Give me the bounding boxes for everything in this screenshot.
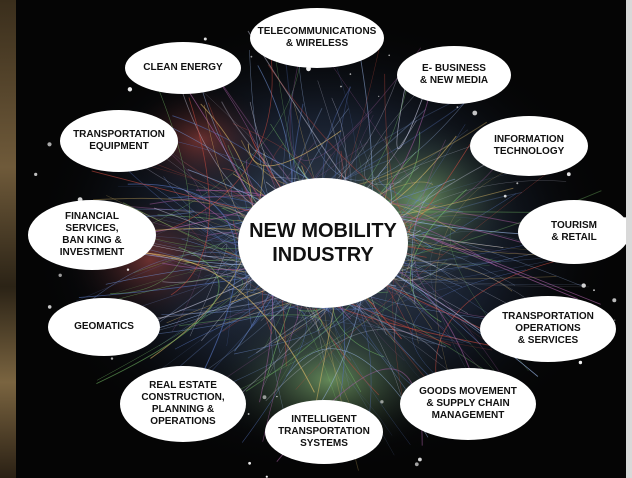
network-star: [516, 182, 519, 185]
network-star: [593, 289, 595, 292]
network-strand: [394, 262, 538, 340]
node-real-estate: REAL ESTATE CONSTRUCTION, PLANNING & OPE…: [120, 366, 246, 442]
node-e-business-label: E- BUSINESS & NEW MEDIA: [419, 63, 489, 86]
node-transportation-equipment: TRANSPORTATION EQUIPMENT: [60, 110, 178, 172]
network-star: [340, 85, 342, 88]
network-strand: [174, 306, 307, 443]
node-telecommunications: TELECOMMUNICATIONS & WIRELESS: [250, 8, 384, 68]
network-strand: [297, 49, 483, 181]
network-strand: [170, 97, 210, 296]
network-star: [127, 87, 133, 92]
network-star: [349, 73, 352, 75]
network-star: [388, 54, 391, 57]
network-star: [203, 37, 207, 41]
network-strand: [179, 314, 323, 331]
node-e-business: E- BUSINESS & NEW MEDIA: [397, 46, 511, 104]
node-information-technology-label: INFORMATION TECHNOLOGY: [493, 134, 565, 157]
node-goods-movement: GOODS MOVEMENT & SUPPLY CHAIN MANAGEMENT: [400, 368, 536, 440]
network-star: [581, 283, 586, 288]
center-hub-label: NEW MOBILITY INDUSTRY: [249, 220, 397, 266]
network-star: [578, 360, 583, 365]
node-real-estate-label: REAL ESTATE CONSTRUCTION, PLANNING & OPE…: [141, 380, 225, 427]
network-strand: [96, 246, 220, 384]
node-transportation-equipment-label: TRANSPORTATION EQUIPMENT: [73, 129, 165, 152]
network-star: [47, 142, 52, 147]
node-clean-energy: CLEAN ENERGY: [125, 42, 241, 94]
center-hub: NEW MOBILITY INDUSTRY: [238, 178, 408, 308]
network-strand: [396, 74, 427, 150]
network-strand: [189, 243, 228, 337]
node-information-technology: INFORMATION TECHNOLOGY: [470, 116, 588, 176]
network-star: [110, 357, 114, 360]
network-strand: [422, 234, 601, 305]
node-clean-energy-label: CLEAN ENERGY: [143, 62, 223, 73]
network-strand: [384, 73, 443, 255]
node-tourism-retail-label: TOURISM & RETAIL: [551, 220, 597, 243]
network-strand: [187, 224, 317, 310]
network-star: [418, 457, 422, 462]
network-strand: [154, 187, 287, 315]
network-star: [276, 395, 278, 398]
network-strand: [289, 25, 422, 161]
node-intelligent-transportation-label: INTELLIGENT TRANSPORTATION SYSTEMS: [278, 414, 370, 449]
network-star: [414, 462, 419, 467]
network-star: [250, 55, 253, 58]
node-transportation-operations: TRANSPORTATION OPERATIONS & SERVICES: [480, 296, 616, 362]
node-goods-movement-label: GOODS MOVEMENT & SUPPLY CHAIN MANAGEMENT: [419, 386, 517, 421]
network-star: [614, 319, 616, 321]
node-telecommunications-label: TELECOMMUNICATIONS & WIRELESS: [257, 26, 377, 49]
network-star: [47, 305, 52, 309]
network-strand: [265, 328, 443, 402]
network-star: [34, 172, 38, 176]
node-geomatics: GEOMATICS: [48, 298, 160, 356]
network-strand: [199, 306, 328, 431]
network-strand: [179, 309, 464, 343]
network-star: [126, 268, 130, 271]
network-star: [503, 194, 507, 198]
network-strand: [364, 82, 426, 185]
left-photo-strip: [0, 0, 16, 478]
network-star: [456, 106, 459, 109]
node-intelligent-transportation: INTELLIGENT TRANSPORTATION SYSTEMS: [265, 400, 383, 464]
network-strand: [411, 269, 526, 378]
network-strand: [178, 258, 559, 311]
network-star: [380, 400, 384, 404]
network-strand: [170, 50, 273, 229]
network-star: [58, 273, 62, 277]
node-financial-services: FINANCIAL SERVICES, BAN KING & INVESTMEN…: [28, 200, 156, 270]
network-star: [248, 461, 252, 465]
network-strand: [295, 150, 577, 390]
node-geomatics-label: GEOMATICS: [74, 321, 134, 332]
network-star: [247, 413, 250, 415]
node-transportation-operations-label: TRANSPORTATION OPERATIONS & SERVICES: [502, 311, 594, 346]
node-tourism-retail: TOURISM & RETAIL: [518, 200, 630, 264]
network-star: [566, 172, 571, 177]
network-strand: [97, 276, 243, 381]
network-star: [265, 475, 268, 478]
network-star: [472, 110, 478, 116]
network-strand: [411, 178, 456, 305]
network-star: [378, 95, 380, 97]
network-strand: [413, 139, 497, 318]
right-border: [626, 0, 632, 478]
network-star: [612, 298, 617, 303]
network-strand: [267, 64, 419, 222]
network-star: [262, 395, 267, 400]
node-financial-services-label: FINANCIAL SERVICES, BAN KING & INVESTMEN…: [59, 211, 125, 258]
network-strand: [409, 189, 467, 323]
network-strand: [247, 130, 342, 167]
